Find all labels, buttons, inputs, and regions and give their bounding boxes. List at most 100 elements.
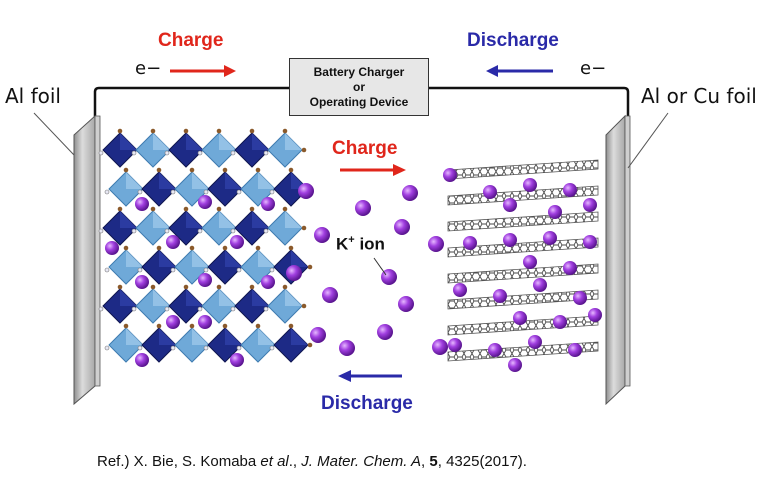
k-ion [166,315,180,329]
ion-label: K+ ion [336,234,385,255]
atom-node [301,147,307,153]
ref-sep: , [421,453,430,470]
graphene-sheet [447,263,599,284]
atom-node [197,306,203,312]
atom-node [249,206,255,212]
atom-node [117,128,123,134]
k-ion [198,273,212,287]
octahedron [137,323,181,363]
atom-node [156,323,162,329]
atom-node [104,189,110,195]
k-ion [339,340,355,356]
graphene-sheet [447,341,599,362]
k-ion [105,241,119,255]
atom-node [170,189,176,195]
atom-node [236,345,242,351]
atom-node [131,228,137,234]
electrolyte-ions [286,183,448,356]
k-ion [513,311,527,325]
k-ion [135,353,149,367]
octahedron [263,128,307,168]
left-current-collector [73,114,101,406]
octahedron [197,128,241,168]
k-ion [314,227,330,243]
octahedron [263,284,307,324]
k-ion [573,291,587,305]
k-ion [588,308,602,322]
atom-node [222,167,228,173]
atom-node [137,267,143,273]
atom-node [255,167,261,173]
atom-node [170,345,176,351]
atom-node [269,345,275,351]
octahedron [269,167,313,207]
octahedron [236,323,280,363]
k-ion [377,324,393,340]
graphene-sheet [447,159,599,180]
k-ion [493,289,507,303]
atom-node [288,245,294,251]
atom-node [150,284,156,290]
atom-node [197,228,203,234]
atom-node [282,206,288,212]
atom-node [98,306,104,312]
atom-node [150,206,156,212]
octahedron [197,284,241,324]
ref-pages: , 4325(2017). [437,453,527,470]
graphene-sheet [447,185,599,206]
charge-arrow-middle [340,164,406,176]
octahedron [131,128,175,168]
charger-line-3: Operating Device [309,94,409,109]
atom-node [189,167,195,173]
k-ion [483,185,497,199]
atom-node [131,306,137,312]
right-foil-leader [627,112,669,169]
atom-node [203,345,209,351]
atom-node [230,150,236,156]
k-ion [286,265,302,281]
ref-journal: J. Mater. Chem. A [301,453,422,470]
k-ion [523,255,537,269]
k-ion [428,236,444,252]
atom-node [269,267,275,273]
atom-node [117,284,123,290]
octahedron [203,167,247,207]
k-ion [166,235,180,249]
k-ion [198,195,212,209]
atom-node [282,284,288,290]
electron-label-right: e− [580,58,607,79]
atom-node [164,306,170,312]
atom-node [307,342,313,348]
cathode-crystal-structure [98,128,313,367]
k-ion [230,353,244,367]
atom-node [216,128,222,134]
left-foil-leader [33,112,75,156]
discharge-arrow-top [486,65,553,77]
atom-node [307,264,313,270]
graphene-sheet [447,289,599,310]
atom-node [170,267,176,273]
k-ion [523,178,537,192]
octahedron [230,206,274,246]
ref-volume: 5 [429,453,438,470]
octahedron [269,323,313,363]
octahedron [230,128,274,168]
k-ion [398,296,414,312]
atom-node [282,128,288,134]
k-ion [443,168,457,182]
atom-node [104,345,110,351]
k-ion [488,343,502,357]
atom-node [104,267,110,273]
atom-node [117,206,123,212]
charger-line-2: or [353,79,365,94]
charge-label-top: Charge [158,30,224,51]
reference-citation: Ref.) X. Bie, S. Komaba et al., J. Mater… [97,453,527,470]
k-ion [355,200,371,216]
k-ion [261,197,275,211]
atom-node [255,245,261,251]
atom-node [189,245,195,251]
octahedron [104,245,148,285]
octahedron [203,323,247,363]
k-ion [548,205,562,219]
k-ion [230,235,244,249]
